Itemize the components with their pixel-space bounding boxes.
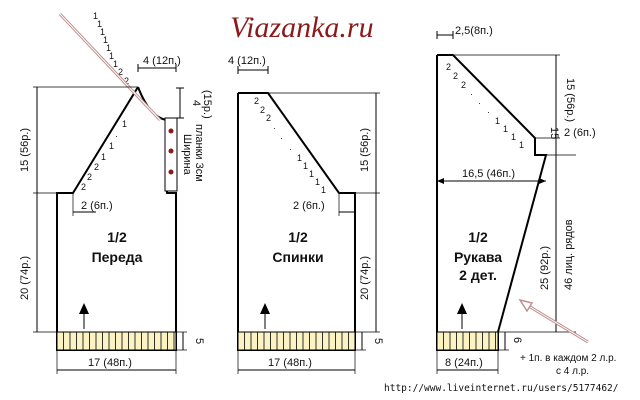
front-raglan-seq-lower: 1 xyxy=(109,141,114,151)
back-top-width-label: 4 (12п.) xyxy=(228,55,266,67)
back-raglan-seq: · xyxy=(273,123,276,133)
front-raglan-seq: 2 xyxy=(118,67,123,77)
front-neck-curve xyxy=(137,86,168,121)
front-underarm-label: 2 (6п.) xyxy=(81,200,113,212)
front-raglan-seq: 1 xyxy=(103,35,108,45)
back-bottom-width-label: 17 (48п.) xyxy=(268,357,312,369)
back-piece: 1/2 Спинки 2 2 2 · · · 1 1 1 1 1 4 (12п.… xyxy=(228,55,384,374)
back-name-fraction: 1/2 xyxy=(288,229,308,245)
site-title: Viazanka.ru xyxy=(230,11,374,44)
placket-button xyxy=(168,148,174,154)
front-raglan-seq: 2 xyxy=(124,76,129,86)
back-raglan-seq: 1 xyxy=(321,185,326,195)
front-body-height-label: 20 (74р.) xyxy=(19,256,31,300)
sleeve-increase-note-line1: + 1п. в каждом 2 л.р. xyxy=(520,353,616,364)
placket-button xyxy=(168,128,174,134)
sleeve-length-label: 25 (92р.) xyxy=(539,246,551,290)
front-raglan-seq-lower: 1 xyxy=(101,152,106,162)
front-raglan-seq: 1 xyxy=(93,11,98,21)
sleeve-raglan-seq: 1 xyxy=(511,132,516,142)
sleeve-increase-pointer-head xyxy=(518,298,534,313)
front-neck-rows-label: (15р.) xyxy=(201,90,213,119)
front-outline xyxy=(56,86,177,351)
front-raglan-seq: 1 xyxy=(97,19,102,29)
back-arrowhead xyxy=(260,303,270,314)
back-raglan-height-label: 15 (56р.) xyxy=(359,128,371,172)
back-underarm-label: 2 (6п.) xyxy=(293,200,325,212)
sleeve-bottom-width-label: 8 (24п.) xyxy=(445,357,483,369)
sleeve-length-rows-label: 46 лиц. рядов xyxy=(563,219,575,290)
front-placket xyxy=(164,117,178,192)
placket-note-line1: Ширина xyxy=(181,134,193,176)
back-body-height-label: 20 (74р.) xyxy=(359,256,371,300)
front-arrowhead xyxy=(79,303,89,314)
sleeve-raglan-seq: 1 xyxy=(519,140,524,150)
front-rib-lines xyxy=(63,332,175,350)
back-raglan-seq: 2 xyxy=(254,96,259,106)
front-raglan-seq: 1 xyxy=(106,43,111,53)
front-rib-band xyxy=(56,331,177,351)
sleeve-cap-step-label: 2 (6п.) xyxy=(564,127,596,139)
source-url: http://www.liveinternet.ru/users/5177462… xyxy=(384,383,619,394)
back-raglan-seq: 1 xyxy=(315,177,320,187)
sleeve-raglan-seq: · xyxy=(478,98,481,108)
back-raglan-seq: 2 xyxy=(266,113,271,123)
front-piece: 1/2 Переда 1 1 1 1 1 1 2 2 1 1 · 1 1 2 2… xyxy=(19,11,213,374)
front-pointer-line-inner xyxy=(59,13,161,121)
sleeve-name-label: Рукава xyxy=(454,249,502,265)
front-top-width-label: 4 (12п.) xyxy=(143,55,181,67)
sleeve-width-label: 16,5 (46п.) xyxy=(462,168,515,180)
sleeve-rib-height-label: 6 xyxy=(511,337,523,343)
front-neck-depth-label: 4 xyxy=(190,100,202,106)
front-raglan-seq-lower: · xyxy=(115,131,118,141)
back-raglan-seq: · xyxy=(289,144,292,154)
front-raglan-seq-lower: 2 xyxy=(94,162,99,172)
front-bottom-width-label: 17 (48п.) xyxy=(88,357,132,369)
sleeve-raglan-seq: 2 xyxy=(446,62,451,72)
front-raglan-height-label: 15 (56р.) xyxy=(19,128,31,172)
back-raglan-seq: 1 xyxy=(297,153,302,163)
sleeve-raglan-seq: 2 xyxy=(461,80,466,90)
sleeve-raglan-seq: 2 xyxy=(453,71,458,81)
sleeve-raglan-seq: 1 xyxy=(495,116,500,126)
front-raglan-seq: 1 xyxy=(100,27,105,37)
sleeve-arrowhead xyxy=(457,303,467,314)
sleeve-raglan-seq: · xyxy=(470,89,473,99)
front-name-fraction: 1/2 xyxy=(107,229,127,245)
back-name-label: Спинки xyxy=(272,249,323,265)
sleeve-rib-lines xyxy=(443,332,496,350)
sleeve-width-arrow-right xyxy=(539,178,546,184)
sleeve-increase-note-line2: с 4 л.р. xyxy=(556,366,589,377)
placket-note-line2: планки 3см xyxy=(193,124,205,182)
back-raglan-seq: 2 xyxy=(260,105,265,115)
back-outline xyxy=(237,92,356,351)
sleeve-piece: 1/2 Рукава 2 дет. 2 2 2 · · · 1 1 1 1 2,… xyxy=(436,25,616,377)
front-raglan-seq-lower: 2 xyxy=(87,172,92,182)
sleeve-cap-step-height: 15 xyxy=(548,127,560,139)
front-raglan-seq: 1 xyxy=(109,51,114,61)
front-raglan-seq: 1 xyxy=(113,59,118,69)
front-raglan-seq-lower: 1 xyxy=(122,119,127,129)
sleeve-raglan-seq: · xyxy=(487,107,490,117)
front-name-label: Переда xyxy=(92,249,143,265)
back-rib-lines xyxy=(244,332,349,350)
sleeve-raglan-seq: 1 xyxy=(503,124,508,134)
back-rib-height-label: 5 xyxy=(372,338,384,344)
back-raglan-seq: · xyxy=(280,133,283,143)
placket-button xyxy=(168,169,174,175)
front-raglan-seq-lower: 2 xyxy=(81,182,86,192)
sleeve-top-width-label: 2,5(8п.) xyxy=(455,25,493,37)
back-raglan-seq: 1 xyxy=(303,161,308,171)
sleeve-increase-pointer-inner xyxy=(521,301,589,343)
back-raglan-seq: 1 xyxy=(309,169,314,179)
sleeve-raglan-height-label: 15 (56р.) xyxy=(564,78,576,122)
sleeve-width-arrow-left xyxy=(437,178,444,184)
sleeve-name-fraction: 1/2 xyxy=(468,229,488,245)
front-rib-height-label: 5 xyxy=(193,338,205,344)
sleeve-count-label: 2 дет. xyxy=(459,267,497,283)
